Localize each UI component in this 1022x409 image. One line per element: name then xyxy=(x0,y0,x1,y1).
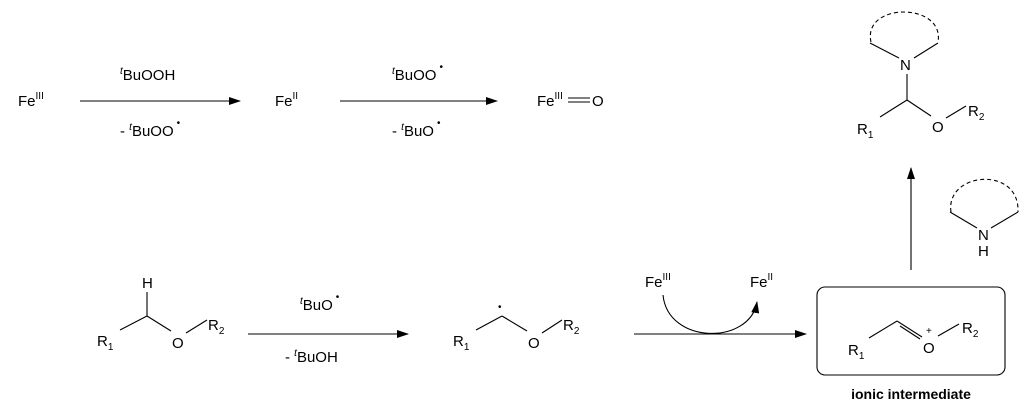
svg-text:R1: R1 xyxy=(857,121,874,141)
svg-text:O: O xyxy=(932,119,944,136)
fe2-species: FeII xyxy=(275,91,298,110)
svg-text:R2: R2 xyxy=(962,320,979,340)
svg-text:R1: R1 xyxy=(848,342,865,362)
svg-text:R1: R1 xyxy=(97,333,114,353)
svg-text:O: O xyxy=(923,340,935,357)
oxocarbenium-ion: R1 O + R2 xyxy=(848,320,979,362)
svg-text:O: O xyxy=(528,335,540,352)
arrow4-fe2: FeII xyxy=(750,272,773,291)
cyclic-amine: N H xyxy=(949,178,1019,260)
svg-text:R2: R2 xyxy=(563,317,580,337)
svg-text:•: • xyxy=(498,302,502,313)
arrow2-reagent: tBuOO• xyxy=(392,62,443,84)
arrow1-reagent: tBuOOH xyxy=(120,66,175,84)
arrow2-byproduct: - tBuO• xyxy=(392,118,441,140)
ionic-intermediate-label: ionic intermediate xyxy=(851,386,971,402)
svg-text:N: N xyxy=(900,57,911,74)
svg-text:R2: R2 xyxy=(208,317,225,337)
arrow4-fe3: FeIII xyxy=(645,272,671,291)
fe3-species: FeIII xyxy=(18,91,44,110)
ionic-intermediate-box xyxy=(816,286,1006,376)
svg-text:R2: R2 xyxy=(968,103,985,123)
arrow3-byproduct: - tBuOH xyxy=(285,348,338,366)
svg-text:+: + xyxy=(926,326,932,337)
svg-text:O: O xyxy=(172,335,184,352)
svg-text:H: H xyxy=(978,243,989,260)
svg-text:H: H xyxy=(142,275,153,292)
aminal-product: N R1 O R2 xyxy=(857,11,985,141)
arrow1-byproduct: - tBuOO• xyxy=(120,118,181,140)
svg-text:O: O xyxy=(592,93,604,110)
svg-text:R1: R1 xyxy=(453,333,470,353)
svg-text:N: N xyxy=(978,227,989,244)
ferryl-species: FeIII O xyxy=(537,91,604,110)
curved-redox-arrow xyxy=(662,294,760,334)
svg-text:FeIII: FeIII xyxy=(537,91,563,110)
arrow3-reagent: tBuO• xyxy=(300,292,340,314)
ether-substrate: H R1 O R2 xyxy=(97,275,225,353)
carbon-radical: R1 • O R2 xyxy=(453,302,580,353)
